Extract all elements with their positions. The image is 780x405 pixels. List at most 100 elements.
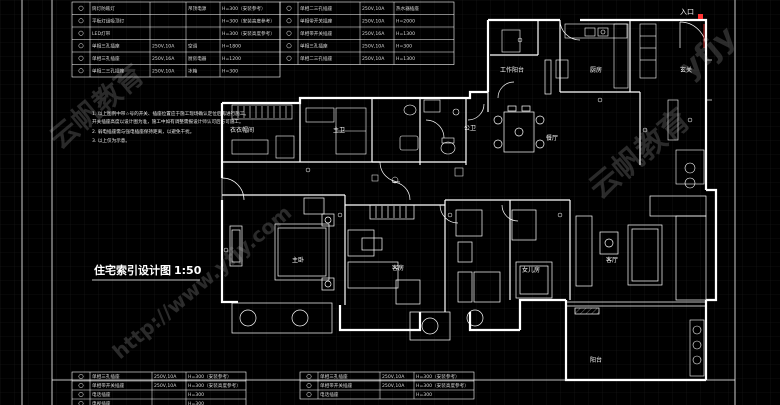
legend-bottom-right-note: H=300（安装高度参考） (416, 382, 469, 389)
windows (229, 59, 712, 315)
legend-top-right-note: H=2000 (396, 18, 415, 24)
legend-top-right-spec: 250V,10A (362, 56, 385, 62)
legend-top-right-symbol-icon (286, 18, 292, 24)
legend-bottom-spec: 250V,10A (154, 383, 177, 389)
legend-bottom-right-spec: 250V,10A (382, 383, 405, 389)
legend-top-note: H=300 (222, 68, 238, 74)
living-furniture (575, 195, 707, 301)
electrical-symbols (223, 37, 693, 253)
legend-bottom-symbol-icon (78, 374, 84, 379)
floor-plan (220, 18, 718, 382)
legend-top-name: 单相二三孔插座 (92, 67, 125, 74)
room-labels: 入口 工作阳台 厨房 玄关 衣衣帽间 主卫 公卫 餐厅 主卧 客房 女儿房 客厅… (230, 8, 694, 364)
label-master-bath: 主卫 (333, 126, 345, 134)
entrance-marker (698, 14, 703, 19)
legend-top-right-note: H=1300 (396, 56, 415, 62)
label-entrance: 入口 (680, 8, 694, 16)
master-bath-fixtures (305, 104, 419, 155)
drawing-scale: 1:50 (174, 264, 202, 277)
legend-top-right-name: 单相带开关插座 (300, 17, 333, 24)
wardrobe-dressing (231, 104, 295, 159)
legend-top-name: 单相三孔插座 (92, 55, 120, 62)
legend-top-note: H=1200 (222, 56, 241, 62)
legend-bottom-name: 电话插座 (92, 391, 111, 398)
legend-top-type: 空调 (188, 42, 198, 49)
legend-bottom-symbol-icon (78, 392, 84, 397)
legend-bottom-symbol-icon (78, 383, 84, 388)
legend-bottom-note: H=300 (188, 401, 204, 405)
guest-room-furniture (347, 204, 451, 341)
legend-bottom-symbol-icon (78, 401, 84, 405)
label-guest-room: 客房 (392, 264, 404, 272)
legend-top-name: LED灯带 (92, 30, 111, 37)
legend-top-right-spec: 250V,10A (362, 43, 385, 49)
legend-top-symbol-icon (78, 55, 84, 61)
label-dressing: 衣衣帽间 (230, 126, 254, 134)
legend-top-symbol-icon (78, 30, 84, 36)
legend-top-note: H=300（安装参考） (222, 5, 266, 12)
legend-top-symbol-icon (78, 5, 84, 11)
legend-bottom-note: H=300 (188, 392, 204, 398)
label-public-bath: 公卫 (464, 125, 476, 132)
label-daughter-room: 女儿房 (522, 266, 540, 274)
label-kitchen: 厨房 (590, 66, 602, 74)
notes-block: 1. 以上图例中带☆号的开关、插座位置应于施工现场确认定位后再进行施工。 开关插… (92, 110, 249, 144)
legend-bottom-right-note: H=300 (416, 392, 432, 398)
interior-walls (222, 20, 641, 312)
legend-top-right-note: 热水器插座 (396, 5, 419, 12)
legend-top-right-symbol-icon (286, 55, 292, 61)
legend-bottom-name: 单相带开关插座 (92, 382, 125, 389)
legend-top-type: 冰箱 (188, 67, 198, 74)
legend-top-right-note: H=300 (396, 43, 412, 49)
daughter-room-furniture (455, 209, 553, 327)
legend-bottom-note: H=300（安装高度参考） (188, 382, 241, 389)
label-foyer: 玄关 (680, 66, 692, 74)
legend-top-right-name: 单相三孔插座 (300, 42, 328, 49)
legend-top-right-spec: 250V,10A (362, 18, 385, 24)
legend-top-right-spec: 250V,10A (362, 6, 385, 12)
legend-bottom-right-spec: 250V,10A (382, 374, 405, 380)
balcony-plants (689, 319, 705, 377)
doors (221, 19, 707, 224)
legend-top-symbol-icon (78, 18, 84, 24)
label-work-balcony: 工作阳台 (500, 66, 524, 74)
note-1b: 开关插座高度以设计图为准，施工中如有调整需报设计师认可后方可施工。 (92, 118, 244, 125)
legend-top-type: 厨房电器 (188, 55, 207, 62)
legend-bottom-name: 单相三孔插座 (92, 373, 120, 380)
legend-top-note: H=1800 (222, 43, 241, 49)
note-2: 2. 弱电插座需与强电插座保持距离，以避免干扰。 (92, 128, 194, 135)
legend-top-spec: 250V,16A (152, 56, 175, 62)
legend-top-spec: 250V,10A (152, 68, 175, 74)
legend-bottom-spec: 250V,10A (154, 374, 177, 380)
legend-bottom-right-name: 单相三孔插座 (320, 373, 348, 380)
legend-top-right-name: 单相带开关插座 (300, 30, 333, 37)
label-balcony: 阳台 (590, 356, 602, 364)
legend-top-right-note: H=1300 (396, 31, 415, 37)
legend-top-name: 筒灯防眩灯 (92, 5, 115, 12)
public-bath-fixtures (423, 99, 460, 155)
dining-table (493, 59, 552, 153)
legend-bottom-note: H=300（安装参考） (188, 373, 232, 380)
foyer-fixtures (667, 99, 705, 189)
legend-bottom-right-symbol-icon (306, 392, 312, 397)
legend-bottom-right-symbol-icon (306, 383, 312, 388)
legend-top-name: 平板灯组吸顶灯 (92, 17, 125, 24)
legend-top-right-spec: 250V,16A (362, 31, 385, 37)
label-dining: 餐厅 (546, 134, 558, 142)
legend-top-right-name: 单相二三孔插座 (300, 55, 333, 62)
legend-bottom-right-name: 电话插座 (320, 391, 339, 398)
legend-top-right-name: 单相二三孔插座 (300, 5, 333, 12)
legend-bottom-right-name: 单相带开关插座 (320, 382, 353, 389)
legend-top-note: H=300（安装高度参考） (222, 17, 275, 24)
legend-bottom-name: 电视插座 (92, 400, 111, 405)
label-living: 客厅 (606, 256, 618, 264)
legend-top-right-symbol-icon (286, 5, 292, 11)
legend-top-symbol-icon (78, 68, 84, 74)
legend-top-right-symbol-icon (286, 30, 292, 36)
legend-top-right-symbol-icon (286, 43, 292, 49)
note-3: 3. 以上仅为示意。 (92, 137, 130, 144)
kitchen-fixtures (501, 23, 657, 89)
legend-bottom-right-note: H=300（安装参考） (416, 373, 460, 380)
